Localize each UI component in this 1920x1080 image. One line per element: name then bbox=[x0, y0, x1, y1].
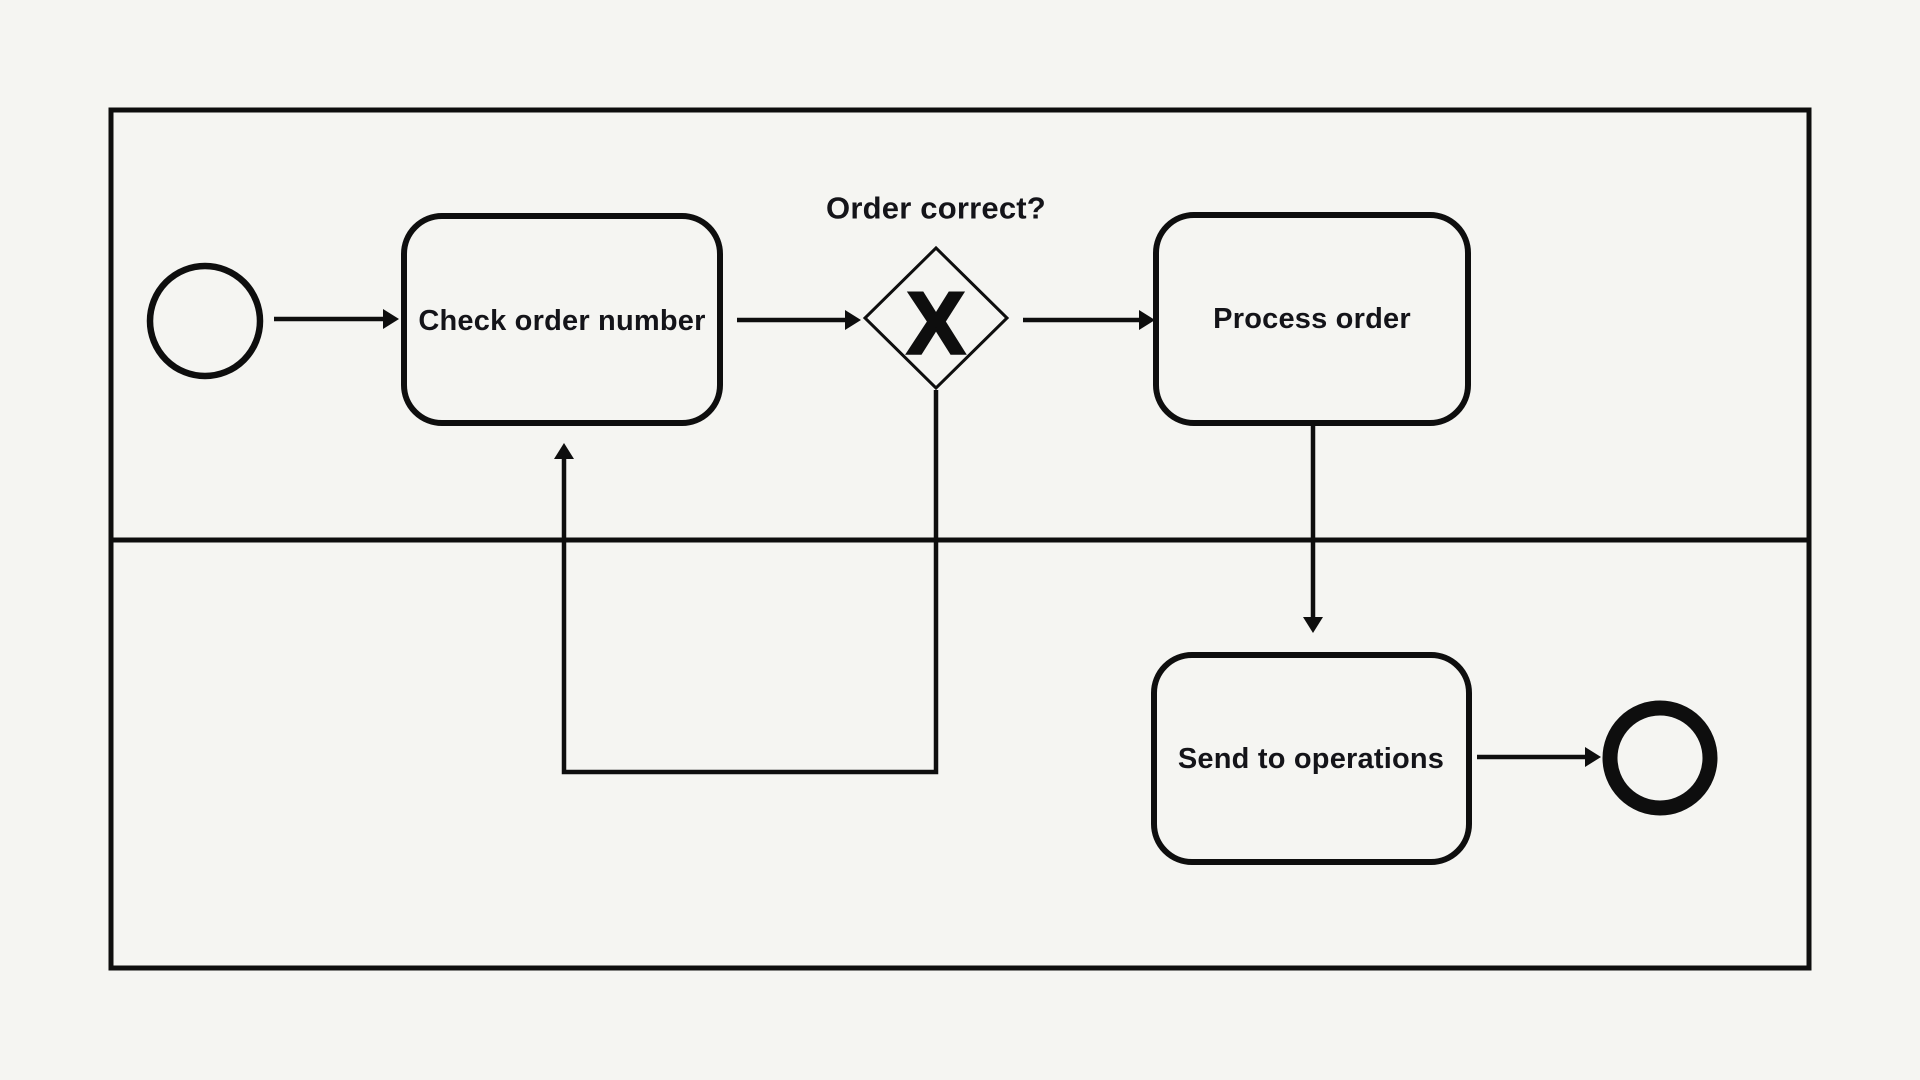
gateway-diamond bbox=[862, 245, 1010, 391]
task-send-to-operations-label: Send to operations bbox=[1178, 743, 1444, 775]
gateway-question-label: Order correct? bbox=[826, 191, 1046, 226]
end-event-circle bbox=[1602, 700, 1718, 816]
gateway-x-icon: X bbox=[907, 274, 966, 373]
task-process-order: Process order bbox=[1153, 212, 1471, 426]
task-process-order-label: Process order bbox=[1213, 303, 1411, 335]
task-check-order-number: Check order number bbox=[401, 213, 723, 426]
task-check-order-number-label: Check order number bbox=[418, 305, 705, 337]
task-send-to-operations: Send to operations bbox=[1151, 652, 1472, 865]
flow-gateway-loopback-to-check-order bbox=[554, 390, 939, 775]
exclusive-gateway: Order correct? X bbox=[826, 191, 1046, 391]
start-event-circle bbox=[146, 262, 264, 380]
